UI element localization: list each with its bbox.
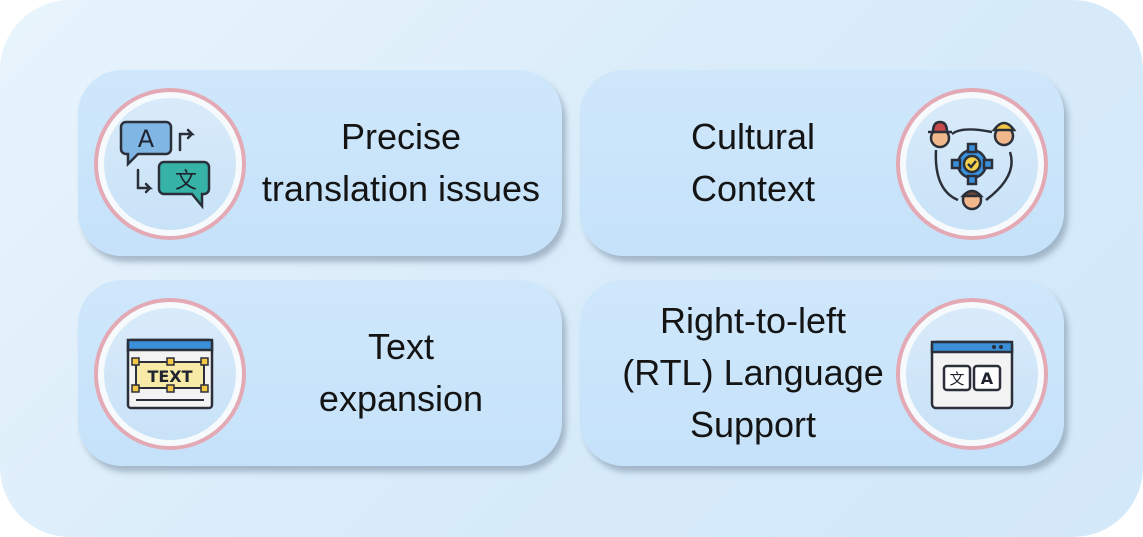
- card-label: Text expansion: [246, 280, 556, 466]
- card-cultural-context: Cultural Context: [580, 70, 1064, 256]
- label-line: Cultural: [690, 116, 816, 157]
- label-line: (RTL) Language: [622, 352, 884, 393]
- card-label: Right-to-left (RTL) Language Support: [598, 280, 908, 466]
- icon-ring: TEXT: [94, 298, 246, 450]
- icon-ring: 文 A: [896, 298, 1048, 450]
- label-line: Precise: [340, 116, 462, 157]
- label-line: translation issues: [261, 168, 541, 209]
- icon-letter-a: A: [138, 125, 155, 153]
- icon-letter-zh: 文: [949, 370, 964, 388]
- label-line: Right-to-left: [659, 300, 847, 341]
- label-line: Text: [367, 326, 435, 367]
- label-line: expansion: [318, 378, 484, 419]
- text-expansion-window-icon: TEXT: [126, 338, 214, 410]
- card-label: Precise translation issues: [246, 70, 556, 256]
- cultural-people-gear-icon: [928, 120, 1017, 211]
- rtl-language-window-icon: 文 A: [930, 340, 1014, 410]
- icon-letter-a: A: [981, 369, 994, 388]
- translate-chat-icon: A 文: [119, 120, 211, 210]
- card-label: Cultural Context: [598, 70, 908, 256]
- icon-ring: [896, 88, 1048, 240]
- icon-text-label: TEXT: [147, 367, 192, 386]
- card-text-expansion: TEXT Text expansion: [78, 280, 562, 466]
- icon-ring: A 文: [94, 88, 246, 240]
- label-line: Context: [690, 168, 816, 209]
- card-precise-translation: A 文 Precise translation issues: [78, 70, 562, 256]
- icon-letter-zh: 文: [175, 169, 197, 194]
- card-rtl-support: Right-to-left (RTL) Language Support 文 A: [580, 280, 1064, 466]
- label-line: Support: [689, 404, 817, 445]
